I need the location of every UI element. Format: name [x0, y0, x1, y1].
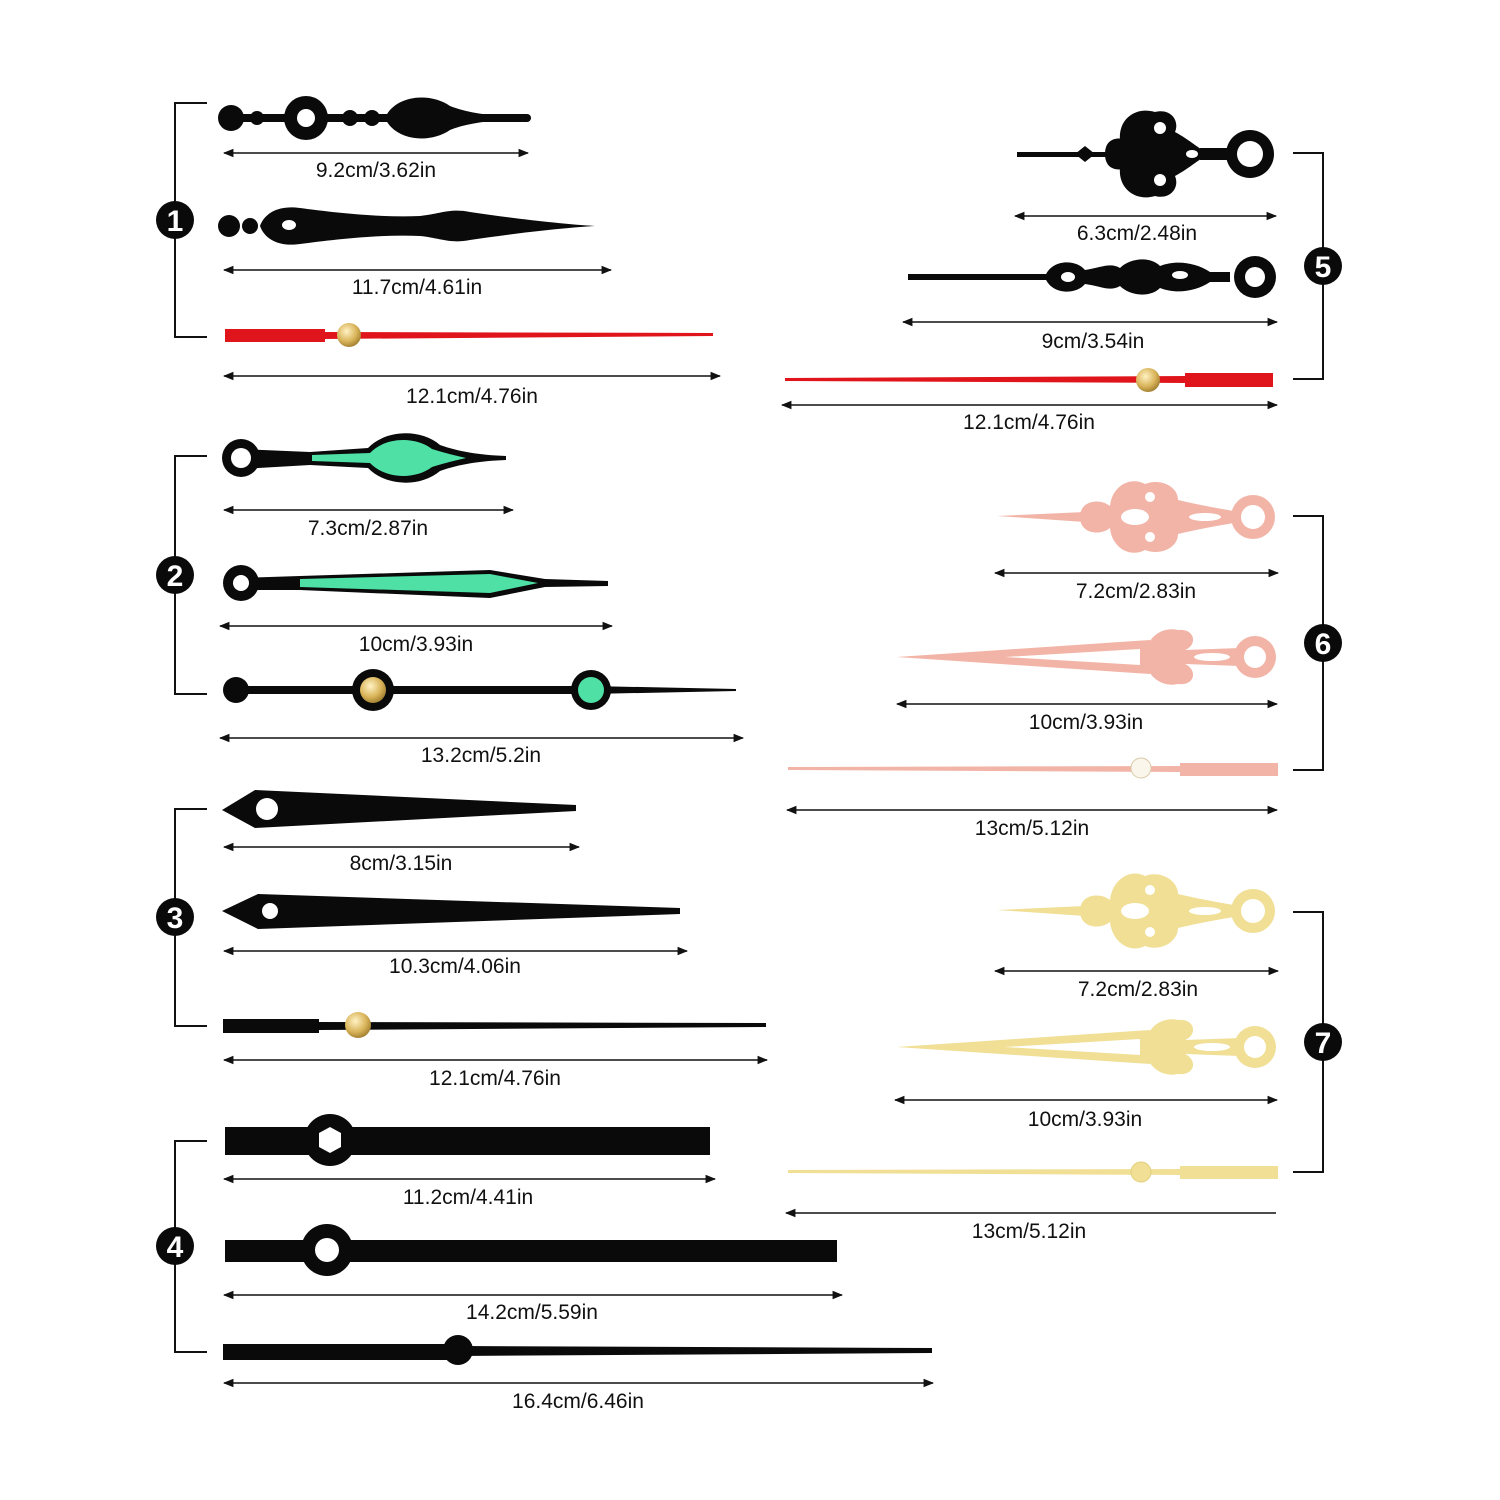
group-3-badge-label: 3 [167, 902, 184, 935]
group-7-hour-hand [997, 873, 1275, 949]
group-7-size-2: 10cm/3.93in [1028, 1108, 1142, 1131]
group-6-badge: 6 [1304, 624, 1342, 662]
group-6-badge-label: 6 [1315, 628, 1332, 661]
group-1-second-hand [225, 323, 713, 347]
group-5-size-1: 6.3cm/2.48in [1077, 222, 1197, 245]
group-1: 1 9.2cm/3.62in 11.7cm/4.61in [156, 96, 722, 408]
group-2: 2 7.3cm/2.87in 10cm/3.93in [156, 433, 745, 767]
group-2-minute-hand [223, 565, 608, 601]
group-1-badge: 1 [156, 201, 194, 239]
group-6-size-3: 13cm/5.12in [975, 817, 1089, 840]
group-4-badge-label: 4 [167, 1231, 184, 1264]
group-6-second-hand [788, 757, 1278, 779]
group-3-badge: 3 [156, 898, 194, 936]
group-1-hour-hand [218, 96, 531, 140]
group-3-size-3: 12.1cm/4.76in [429, 1067, 561, 1090]
group-4-second-hand [223, 1335, 932, 1365]
group-5-size-3: 12.1cm/4.76in [963, 411, 1095, 434]
group-3: 3 8cm/3.15in 10.3cm/4.06in 12.1cm/4.76in [156, 790, 769, 1090]
group-5-size-2: 9cm/3.54in [1042, 330, 1145, 353]
group-6-size-1: 7.2cm/2.83in [1076, 580, 1196, 603]
group-1-badge-label: 1 [167, 205, 184, 238]
group-5-second-hand [785, 368, 1273, 392]
group-4-hour-hand [225, 1114, 710, 1166]
group-2-badge: 2 [156, 556, 194, 594]
group-1-size-2: 11.7cm/4.61in [352, 276, 482, 299]
group-2-badge-label: 2 [167, 560, 184, 593]
group-7-badge: 7 [1304, 1023, 1342, 1061]
group-5-badge-label: 5 [1315, 251, 1332, 284]
group-3-size-2: 10.3cm/4.06in [389, 955, 521, 978]
group-6: 6 7.2cm/2.83in 10cm/3.93in [785, 481, 1342, 840]
group-2-size-2: 10cm/3.93in [359, 633, 473, 656]
group-2-hour-hand [222, 433, 506, 483]
group-3-size-1: 8cm/3.15in [350, 852, 453, 875]
group-7-size-1: 7.2cm/2.83in [1078, 978, 1198, 1001]
group-3-minute-hand [222, 894, 680, 929]
group-1-minute-hand [218, 207, 595, 245]
group-5-hour-hand [1017, 110, 1274, 198]
group-3-hour-hand [222, 790, 576, 828]
group-6-minute-hand [897, 629, 1276, 685]
group-2-size-1: 7.3cm/2.87in [308, 517, 428, 540]
group-4-size-1: 11.2cm/4.41in [403, 1186, 533, 1209]
group-5: 5 6.3cm/2.48in 9cm/3.54in [780, 110, 1342, 434]
group-2-size-3: 13.2cm/5.2in [421, 744, 541, 767]
group-7-size-3: 13cm/5.12in [972, 1220, 1086, 1243]
group-7-second-hand [788, 1161, 1278, 1183]
group-4: 4 11.2cm/4.41in 14.2cm/5.59in 16.4cm/6.4… [156, 1114, 935, 1413]
group-6-size-2: 10cm/3.93in [1029, 711, 1143, 734]
group-4-badge: 4 [156, 1227, 194, 1265]
group-5-badge: 5 [1304, 247, 1342, 285]
group-7-badge-label: 7 [1315, 1027, 1332, 1060]
group-4-size-2: 14.2cm/5.59in [466, 1301, 598, 1324]
group-3-second-hand [223, 1012, 766, 1038]
group-7: 7 7.2cm/2.83in 10cm/3.93in [784, 873, 1342, 1243]
group-1-size-3: 12.1cm/4.76in [406, 385, 538, 408]
group-7-minute-hand [897, 1019, 1276, 1075]
group-6-hour-hand [997, 481, 1275, 553]
group-5-minute-hand [908, 256, 1276, 298]
group-4-minute-hand [225, 1224, 837, 1276]
group-2-second-hand [223, 669, 736, 711]
group-4-size-3: 16.4cm/6.46in [512, 1390, 644, 1413]
group-1-size-1: 9.2cm/3.62in [316, 159, 436, 182]
